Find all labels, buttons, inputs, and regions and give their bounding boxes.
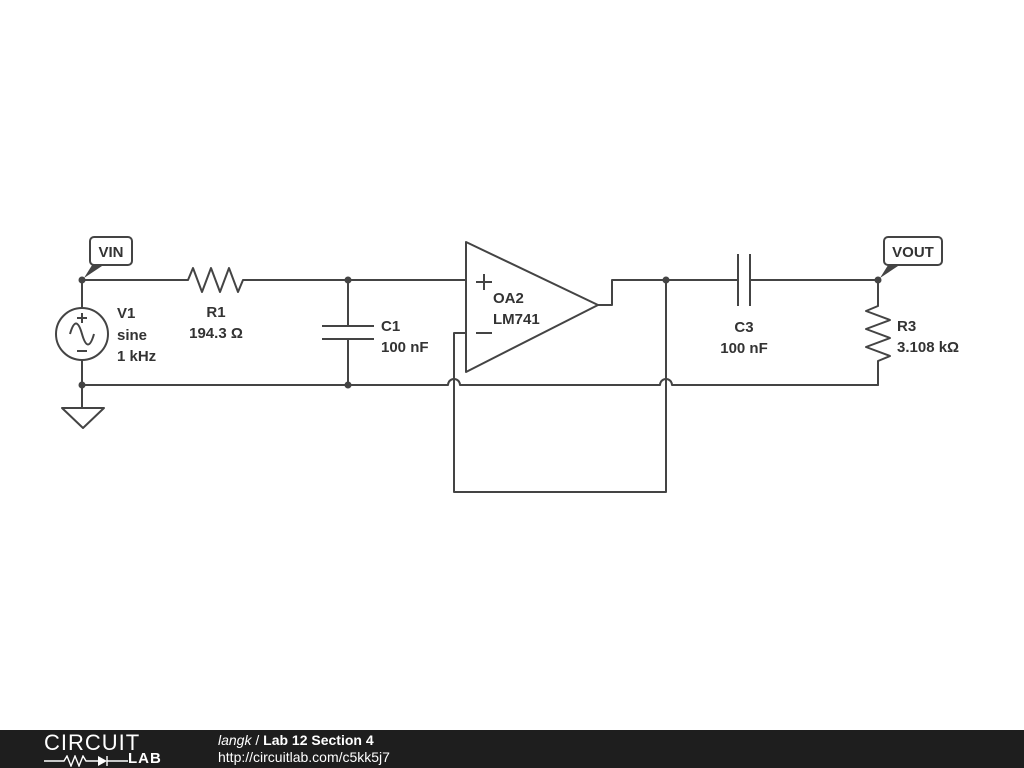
logo-text-circuit: CIRCUIT xyxy=(44,730,141,755)
wire-feedback xyxy=(453,279,667,493)
junction-c1-bottom xyxy=(344,381,352,389)
c3-value-label: 100 nF xyxy=(720,340,768,357)
wire-ground-rail xyxy=(81,378,879,386)
r1-resistor xyxy=(187,267,244,293)
vin-net-label: VIN xyxy=(84,236,133,278)
junction-c1-top xyxy=(344,276,352,284)
junction-vin xyxy=(78,276,86,284)
c3-capacitor xyxy=(737,254,751,306)
logo-text-lab: LAB xyxy=(128,750,162,767)
svg-text:VOUT: VOUT xyxy=(892,244,934,261)
oa2-opamp xyxy=(465,241,599,373)
v1-ref-label: V1 xyxy=(117,305,135,322)
r1-value-label: 194.3 Ω xyxy=(189,325,243,342)
junction-gnd-left xyxy=(78,381,86,389)
wire-opamp-output xyxy=(597,279,739,306)
c1-value-label: 100 nF xyxy=(381,339,429,356)
r3-resistor xyxy=(865,305,891,362)
oa2-plus-sign xyxy=(476,274,492,290)
ground-symbol xyxy=(61,407,105,429)
junction-output xyxy=(662,276,670,284)
circuit-url[interactable]: http://circuitlab.com/c5kk5j7 xyxy=(218,749,390,765)
v1-freq-label: 1 kHz xyxy=(117,348,156,365)
r3-value-label: 3.108 kΩ xyxy=(897,339,959,356)
circuit-title[interactable]: Lab 12 Section 4 xyxy=(263,732,374,748)
r3-ref-label: R3 xyxy=(897,318,916,335)
footer-bar: CIRCUIT LAB langk / Lab 12 Section 4 htt… xyxy=(0,730,1024,768)
footer-title-line: langk / Lab 12 Section 4 xyxy=(218,732,390,749)
author-link[interactable]: langk xyxy=(218,732,252,748)
c1-ref-label: C1 xyxy=(381,318,400,335)
r1-ref-label: R1 xyxy=(206,304,225,321)
v1-sine-source xyxy=(55,307,109,361)
logo-resistor-diode-icon xyxy=(44,755,128,767)
svg-text:VIN: VIN xyxy=(98,244,123,261)
v1-type-label: sine xyxy=(117,327,147,344)
c3-ref-label: C3 xyxy=(734,319,753,336)
footer-info: langk / Lab 12 Section 4 http://circuitl… xyxy=(218,732,390,766)
vout-net-label: VOUT xyxy=(880,236,943,278)
circuitlab-logo[interactable]: CIRCUIT LAB xyxy=(44,730,174,767)
oa2-ref-label: OA2 xyxy=(493,290,524,307)
oa2-model-label: LM741 xyxy=(493,311,540,328)
junction-vout xyxy=(874,276,882,284)
c1-capacitor xyxy=(322,325,374,340)
title-separator: / xyxy=(251,732,264,748)
